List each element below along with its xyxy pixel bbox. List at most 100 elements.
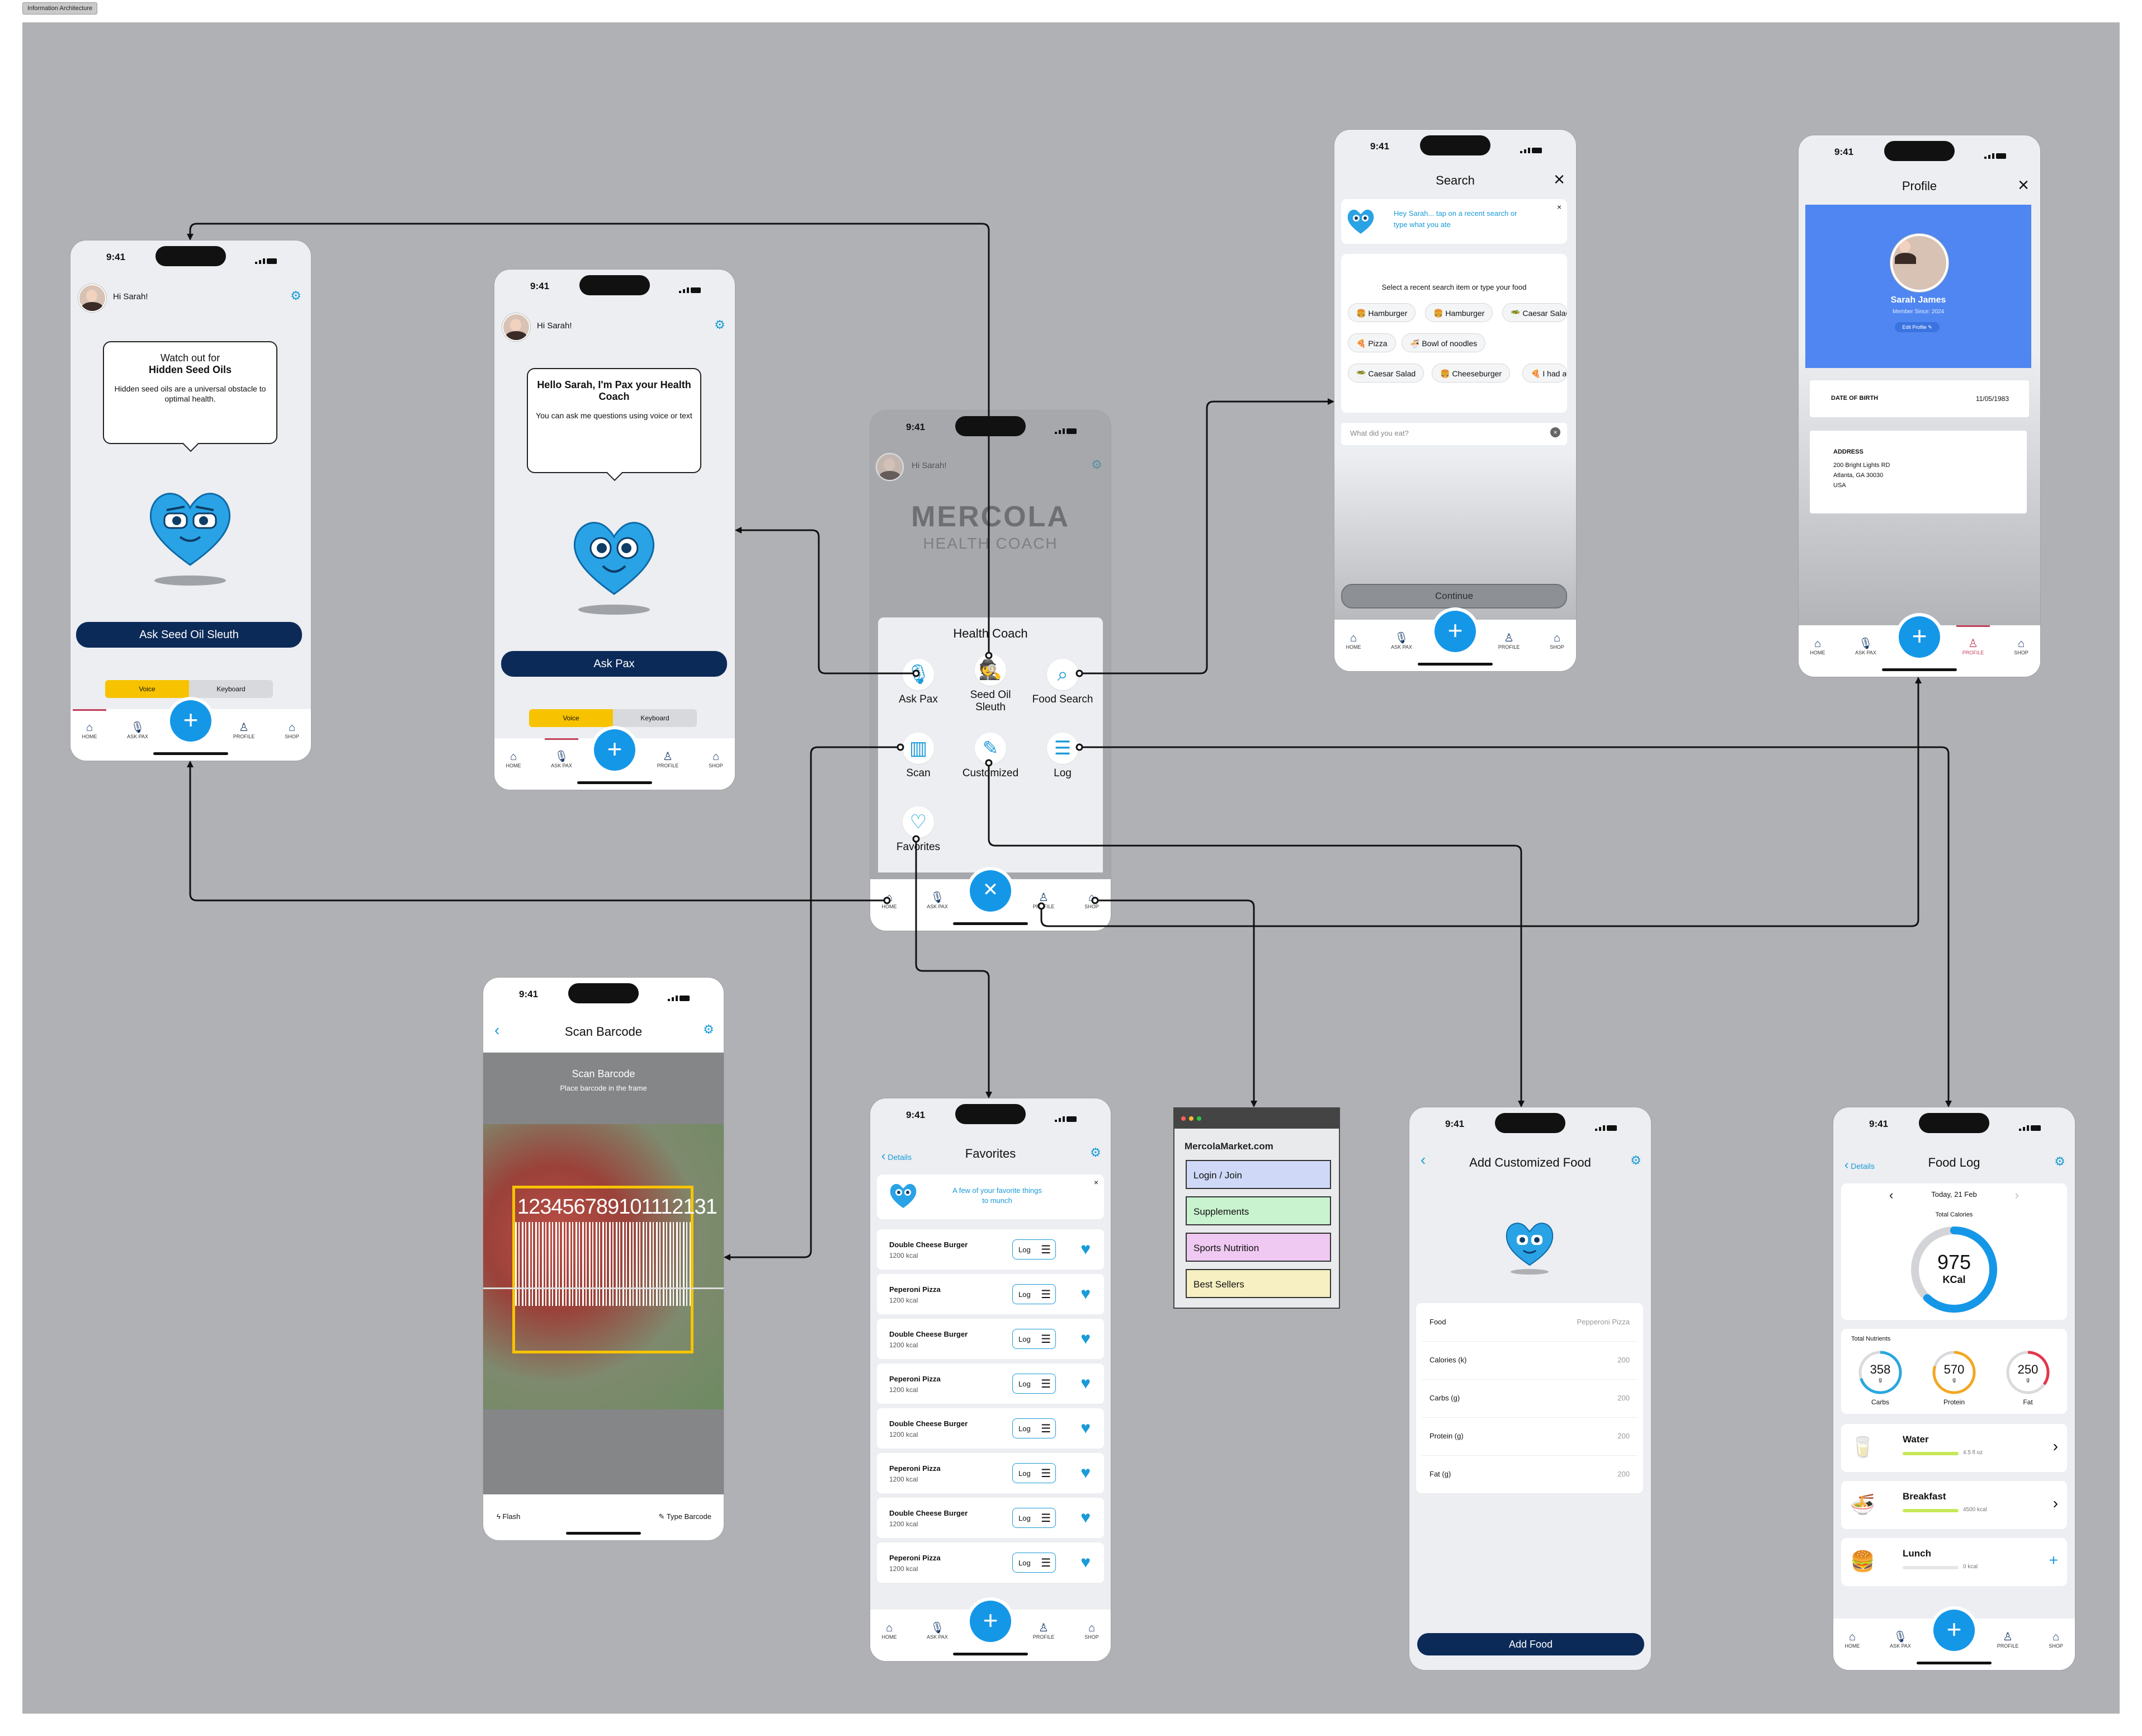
hub-favorites[interactable]: ♡Favorites	[885, 806, 952, 853]
tab-profile[interactable]: ♙PROFILE	[1991, 1631, 2025, 1649]
recent-chip[interactable]: 🍕 I had a s	[1522, 364, 1567, 383]
input-mode-toggle[interactable]: Voice Keyboard	[105, 680, 273, 698]
tab-profile[interactable]: ♙PROFILE	[1956, 638, 1990, 655]
recent-chip[interactable]: 🥗 Caesar Salad	[1348, 364, 1424, 383]
tab-ask-pax[interactable]: 🎙ASK PAX	[121, 721, 154, 739]
settings-gear-icon[interactable]: ⚙	[290, 289, 301, 303]
log-button[interactable]: Log☰	[1012, 1239, 1056, 1259]
window-minimize-dot[interactable]	[1189, 1116, 1193, 1121]
tab-ask-pax[interactable]: 🎙ASK PAX	[1849, 638, 1882, 655]
tab-shop[interactable]: ⌂SHOP	[1075, 1622, 1108, 1640]
tab-home[interactable]: ⌂HOME	[1836, 1631, 1869, 1649]
tab-shop[interactable]: ⌂SHOP	[1540, 632, 1574, 650]
add-button[interactable]: +	[1899, 616, 1940, 658]
food-field-row[interactable]: Fat (g)200	[1422, 1455, 1638, 1494]
add-button[interactable]: +	[594, 729, 635, 771]
market-link[interactable]: Supplements	[1186, 1196, 1331, 1225]
log-button[interactable]: Log☰	[1012, 1329, 1056, 1349]
next-day-icon[interactable]: ›	[2014, 1188, 2019, 1202]
window-zoom-dot[interactable]	[1197, 1116, 1201, 1121]
add-meal-icon[interactable]: +	[2049, 1551, 2058, 1569]
clear-icon[interactable]: ×	[1550, 427, 1560, 437]
tab-shop[interactable]: ⌂SHOP	[2004, 638, 2038, 655]
tab-profile[interactable]: ♙PROFILE	[227, 721, 261, 739]
tab-home[interactable]: ⌂HOME	[1337, 632, 1370, 650]
favorite-heart-icon[interactable]: ♥	[1081, 1464, 1091, 1482]
favorite-heart-icon[interactable]: ♥	[1081, 1285, 1091, 1303]
close-icon[interactable]: ×	[2018, 174, 2029, 196]
dismiss-icon[interactable]: ×	[1093, 1178, 1098, 1187]
favorite-heart-icon[interactable]: ♥	[1081, 1419, 1091, 1437]
back-button[interactable]: ‹ Details	[1844, 1158, 1875, 1172]
food-input[interactable]: What did you eat? ×	[1341, 423, 1567, 445]
food-field-row[interactable]: Carbs (g)200	[1422, 1379, 1638, 1418]
log-button[interactable]: Log☰	[1012, 1553, 1056, 1573]
log-button[interactable]: Log☰	[1012, 1374, 1056, 1394]
keyboard-option[interactable]: Keyboard	[216, 685, 246, 693]
tab-ask-pax[interactable]: 🎙ASK PAX	[545, 751, 578, 768]
favorite-heart-icon[interactable]: ♥	[1081, 1240, 1091, 1258]
hub-food-search[interactable]: ⌕Food Search	[1029, 659, 1096, 706]
recent-chip[interactable]: 🍔 Hamburger	[1348, 303, 1416, 322]
favorite-heart-icon[interactable]: ♥	[1081, 1508, 1091, 1527]
add-button[interactable]: +	[1435, 611, 1476, 652]
recent-chip[interactable]: 🍕 Pizza	[1348, 333, 1396, 352]
tab-profile[interactable]: ♙PROFILE	[1027, 891, 1060, 909]
tab-profile[interactable]: ♙PROFILE	[651, 751, 685, 768]
avatar[interactable]	[78, 284, 106, 312]
tab-shop[interactable]: ⌂SHOP	[699, 751, 733, 768]
tab-shop[interactable]: ⌂SHOP	[2039, 1631, 2073, 1649]
tab-home[interactable]: ⌂HOME	[872, 891, 906, 909]
dismiss-icon[interactable]: ×	[1556, 202, 1561, 211]
flash-button[interactable]: ϟ Flash	[497, 1512, 520, 1521]
market-link[interactable]: Login / Join	[1186, 1160, 1331, 1189]
favorite-heart-icon[interactable]: ♥	[1081, 1329, 1091, 1348]
market-link[interactable]: Sports Nutrition	[1186, 1233, 1331, 1262]
tab-shop[interactable]: ⌂SHOP	[1075, 891, 1108, 909]
tab-home[interactable]: ⌂HOME	[872, 1622, 906, 1640]
tab-home[interactable]: ⌂HOME	[1801, 638, 1834, 655]
window-close-dot[interactable]	[1181, 1116, 1186, 1121]
tab-ask-pax[interactable]: 🎙ASK PAX	[1385, 632, 1418, 650]
close-menu-button[interactable]: ✕	[970, 870, 1011, 912]
settings-gear-icon[interactable]: ⚙	[2054, 1154, 2065, 1168]
voice-option[interactable]: Voice	[529, 709, 613, 727]
log-button[interactable]: Log☰	[1012, 1418, 1056, 1438]
hub-seed-oil-sleuth[interactable]: 🕵Seed Oil Sleuth	[957, 654, 1024, 714]
recent-chip[interactable]: 🥗 Caesar Salad	[1502, 303, 1567, 322]
hub-log[interactable]: ☰Log	[1029, 733, 1096, 780]
continue-button[interactable]: Continue	[1341, 584, 1567, 608]
add-food-button[interactable]: Add Food	[1417, 1633, 1644, 1655]
hub-ask-pax[interactable]: 🎙Ask Pax	[885, 659, 952, 706]
tab-ask-pax[interactable]: 🎙ASK PAX	[921, 891, 954, 909]
settings-gear-icon[interactable]: ⚙	[714, 318, 725, 332]
back-chevron-icon[interactable]: ‹	[1421, 1151, 1426, 1168]
recent-chip[interactable]: 🍜 Bowl of noodles	[1402, 333, 1486, 352]
recent-chip[interactable]: 🍔 Cheeseburger	[1432, 364, 1511, 383]
ask-pax-button[interactable]: Ask Pax	[501, 651, 727, 677]
hub-scan[interactable]: ▥Scan	[885, 733, 952, 780]
favorite-heart-icon[interactable]: ♥	[1081, 1553, 1091, 1572]
add-button[interactable]: +	[170, 700, 211, 742]
tab-profile[interactable]: ♙PROFILE	[1492, 632, 1526, 650]
add-button[interactable]: +	[1933, 1610, 1975, 1651]
keyboard-option[interactable]: Keyboard	[640, 714, 669, 722]
food-field-row[interactable]: Calories (k)200	[1422, 1341, 1638, 1380]
tab-home[interactable]: ⌂HOME	[73, 721, 106, 739]
settings-gear-icon[interactable]: ⚙	[1630, 1153, 1641, 1167]
market-link[interactable]: Best Sellers	[1186, 1269, 1331, 1298]
ask-seed-oil-sleuth-button[interactable]: Ask Seed Oil Sleuth	[76, 622, 302, 648]
hub-customized[interactable]: ✎Customized	[957, 733, 1024, 780]
log-button[interactable]: Log☰	[1012, 1463, 1056, 1483]
avatar[interactable]	[502, 313, 530, 341]
chevron-right-icon[interactable]: ›	[2053, 1494, 2058, 1512]
